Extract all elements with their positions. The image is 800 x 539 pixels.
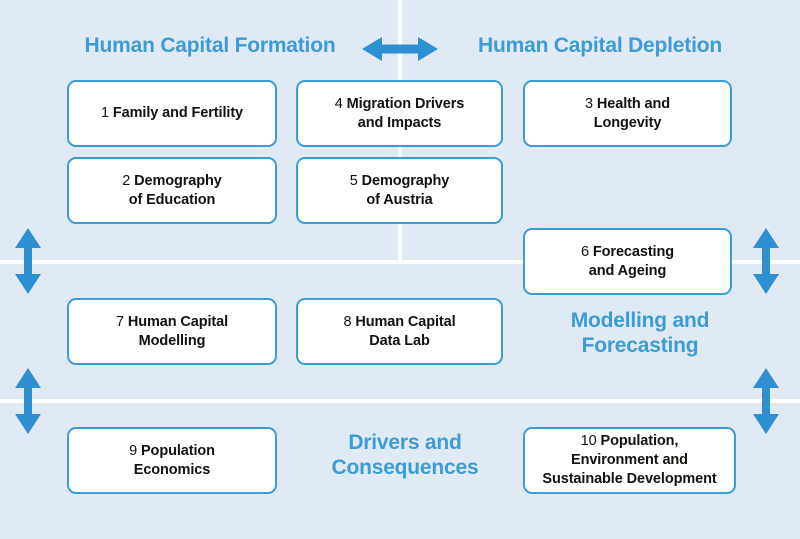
topic-box-3[interactable]: 3 Health and Longevity [523,80,732,147]
double-headed-vertical-arrow-icon-right-lower [753,368,779,434]
heading-human-capital-depletion: Human Capital Depletion [478,34,722,57]
topic-box-7-content: 7 Human Capital Modelling [116,313,228,351]
topic-box-9[interactable]: 9 Population Economics [67,427,277,494]
topic-box-10[interactable]: 10 Population, Environment and Sustainab… [523,427,736,494]
topic-box-1-number: 1 [100,105,109,121]
heading-modelling-and-forecasting: Modelling and Forecasting [570,309,710,357]
double-headed-horizontal-arrow-icon [362,37,438,61]
topic-box-5-number: 5 [349,172,358,189]
topic-box-10-number: 10 [580,433,597,449]
topic-box-2[interactable]: 2 Demography of Education [67,157,277,224]
double-headed-vertical-arrow-icon-left-upper [15,228,41,294]
topic-box-2-title: Demography of Education [128,172,222,208]
topic-box-5-content: 5 Demography of Austria [350,172,450,210]
topic-box-9-content: 9 Population Economics [129,442,215,480]
topic-box-3-number: 3 [584,95,593,112]
topic-box-4-content: 4 Migration Drivers and Impacts [334,95,465,133]
topic-box-6-title: Forecasting and Ageing [588,243,674,279]
topic-box-6[interactable]: 6 Forecasting and Ageing [523,228,732,295]
topic-box-2-number: 2 [122,172,131,189]
topic-box-1-title: Family and Fertility [112,105,244,121]
topic-box-4-title: Migration Drivers and Impacts [346,95,465,131]
topic-box-9-number: 9 [129,442,138,459]
heading-drivers-and-consequences: Drivers and Consequences [331,431,479,479]
topic-box-3-content: 3 Health and Longevity [585,95,670,133]
topic-box-1-content: 1 Family and Fertility [101,104,243,123]
topic-box-10-content: 10 Population, Environment and Sustainab… [542,432,716,489]
topic-box-6-content: 6 Forecasting and Ageing [581,243,674,281]
topic-box-1[interactable]: 1 Family and Fertility [67,80,277,147]
topic-box-4[interactable]: 4 Migration Drivers and Impacts [296,80,503,147]
topic-box-2-content: 2 Demography of Education [122,172,222,210]
topic-box-10-title: Population, Environment and Sustainable … [542,433,717,487]
topic-box-5-title: Demography of Austria [361,172,450,208]
horizontal-divider-lower [0,399,800,403]
topic-box-6-number: 6 [581,243,589,260]
horizontal-divider-upper [0,260,800,264]
topic-box-4-number: 4 [334,95,343,112]
topic-box-3-title: Health and Longevity [593,95,671,131]
topic-box-9-title: Population Economics [133,442,215,478]
topic-box-5[interactable]: 5 Demography of Austria [296,157,503,224]
heading-human-capital-formation: Human Capital Formation [84,34,336,57]
double-headed-vertical-arrow-icon-right-upper [753,228,779,294]
topic-box-8-content: 8 Human Capital Data Lab [343,313,455,351]
topic-box-8-number: 8 [343,313,352,330]
topic-box-8-title: Human Capital Data Lab [355,313,456,349]
double-headed-vertical-arrow-icon-left-lower [15,368,41,434]
topic-box-8[interactable]: 8 Human Capital Data Lab [296,298,503,365]
topic-box-7-number: 7 [115,313,124,330]
topic-box-7[interactable]: 7 Human Capital Modelling [67,298,277,365]
topic-box-7-title: Human Capital Modelling [127,313,229,349]
